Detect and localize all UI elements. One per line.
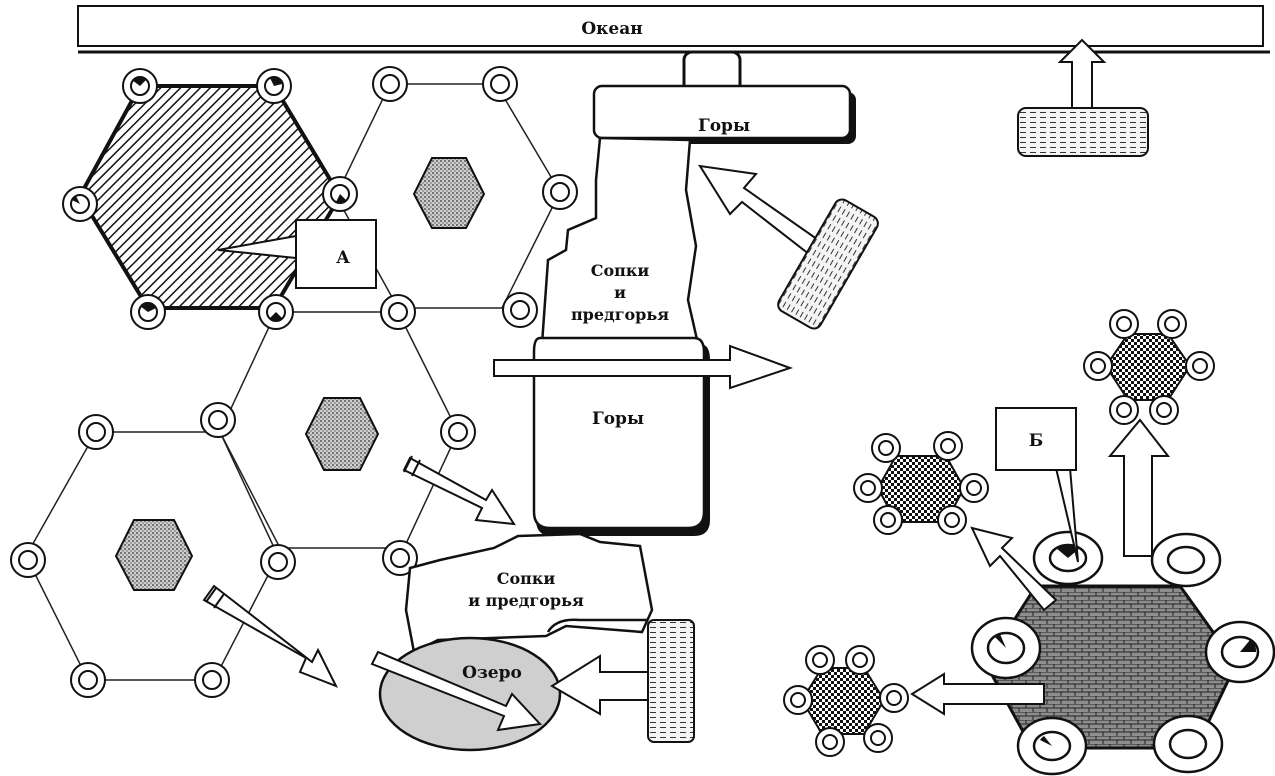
lake-diagonal-arrow xyxy=(370,650,543,732)
mountains-mid: Горы xyxy=(532,336,710,536)
hills-arrow xyxy=(698,164,879,330)
satellite-top xyxy=(1083,309,1215,425)
hills-lower-label-1: Сопки xyxy=(497,569,556,588)
satellite-left xyxy=(853,431,989,535)
hills-lower: Сопки и предгорья xyxy=(404,532,654,654)
marker-b-label: Б xyxy=(1029,431,1044,451)
marker-a: А xyxy=(217,219,377,289)
lake-label: Озеро xyxy=(462,663,522,683)
marker-a-label: А xyxy=(336,248,350,268)
ocean-band: Океан xyxy=(77,5,1270,54)
satellite-bottom xyxy=(783,645,909,757)
mountains-top: Горы xyxy=(592,50,856,144)
mountains-top-label: Горы xyxy=(698,116,750,136)
settlement-b: Б xyxy=(783,309,1275,776)
hills-upper-label-1: Сопки xyxy=(591,261,650,280)
hills-upper: Сопки и предгорья xyxy=(540,136,700,346)
ocean-label: Океан xyxy=(581,19,642,39)
ring-nodes xyxy=(10,66,578,698)
ocean-arrow xyxy=(1017,38,1149,157)
hills-upper-label-2: и xyxy=(614,283,626,302)
migration-arrows xyxy=(202,455,516,688)
mountains-mid-label: Горы xyxy=(592,409,644,429)
hills-lower-label-2: и предгорья xyxy=(468,591,584,610)
center-hexagons xyxy=(114,157,486,591)
lake-arrow xyxy=(546,618,695,743)
east-arrow xyxy=(493,344,794,390)
hills-upper-label-3: предгорья xyxy=(571,305,669,324)
